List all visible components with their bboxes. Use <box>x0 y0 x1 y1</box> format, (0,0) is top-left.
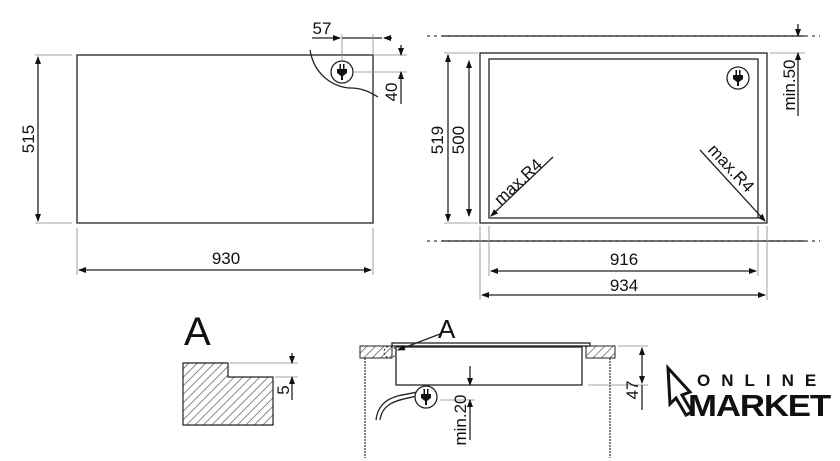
inner-width-label: 916 <box>610 250 638 269</box>
detail-label: A <box>184 310 211 354</box>
outer-height-label: 519 <box>428 126 447 154</box>
hob-outline <box>76 54 374 224</box>
cable-curve <box>309 49 379 98</box>
logo-line1: ONLINE <box>697 371 827 390</box>
outer-outline <box>479 52 768 224</box>
width-label: 930 <box>212 249 240 268</box>
cutout-outline <box>488 58 759 219</box>
clearance-label: min.50 <box>780 59 799 110</box>
depth-label: 47 <box>623 381 642 400</box>
online-market-logo: ONLINE MARKET <box>666 363 832 423</box>
radius-right-label: max.R4 <box>704 140 758 196</box>
cursor-icon <box>666 363 695 417</box>
plug-offset-x-label: 57 <box>313 19 332 38</box>
radius-left-label: max.R4 <box>490 155 546 209</box>
detail-a: A 5 <box>182 310 298 426</box>
height-label: 515 <box>19 125 38 153</box>
hob-top-view: 515 930 57 40 <box>19 19 407 275</box>
section-view: A min.20 47 <box>359 314 648 458</box>
plug-icon <box>330 60 354 84</box>
hob-body <box>395 346 583 386</box>
step-label: 5 <box>274 385 293 394</box>
inner-height-label: 500 <box>449 126 468 154</box>
detail-ref-label: A <box>438 314 456 344</box>
plug-offset-y-label: 40 <box>382 83 401 102</box>
logo-line2: MARKET <box>688 388 831 423</box>
clearance-below-label: min.20 <box>451 394 470 445</box>
outer-width-label: 934 <box>610 276 638 295</box>
hatched-profile <box>182 362 274 426</box>
plug-icon <box>414 385 438 409</box>
cutout-view: 519 500 min.50 max.R4 max.R4 916 934 <box>427 24 820 300</box>
glass-top <box>391 342 591 347</box>
plug-icon <box>726 66 750 90</box>
